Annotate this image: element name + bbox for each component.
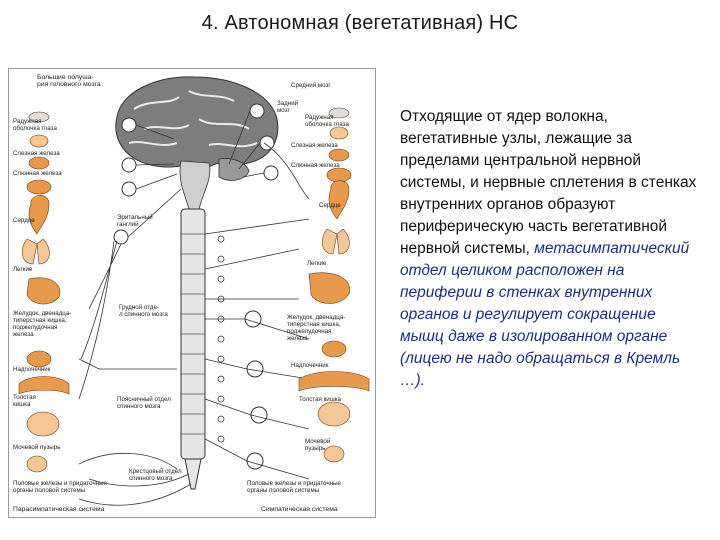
labels-left: Большие полуша-рия головного мозга Радуж… <box>13 74 182 513</box>
label-stomach-right: Желудок, двенадца-типерстная кишка,подже… <box>287 314 345 342</box>
organs-left <box>18 111 70 473</box>
organs-right <box>298 107 370 463</box>
caption-sympathetic: Симпатическая система <box>261 506 338 513</box>
label-stomach-left: Желудок, двенадца-типерстная кишка,подже… <box>13 310 71 338</box>
label-bladder-left: Мочевой пузырь <box>13 444 60 451</box>
caption-parasympathetic: Парасимпатическая система <box>13 506 105 513</box>
slide-title: 4. Автономная (вегетативная) НС <box>201 12 519 34</box>
label-lacrimal-left: Слезная железа <box>13 150 60 157</box>
label-salivary-left: Слюнная железа <box>13 170 62 177</box>
description-text: Отходящие от ядер волокна, вегетативные … <box>400 106 700 392</box>
label-lungs-left: Легкие <box>13 266 33 273</box>
label-colon-right: Толстая кишка <box>299 396 342 403</box>
description-normal: Отходящие от ядер волокна, вегетативные … <box>400 108 697 257</box>
nervous-system-diagram: Большие полуша-рия головного мозга Радуж… <box>8 68 376 518</box>
label-salivary-right: Слюнная железа <box>291 162 340 169</box>
label-lungs-right: Легкие <box>307 260 327 267</box>
description-italic: метасимпатический отдел целиком располож… <box>400 240 690 389</box>
label-thoracic: Грудной отде-л спинного мозга <box>119 304 168 318</box>
label-heart-left: Сердце <box>13 217 35 224</box>
label-cerebrum: Большие полуша-рия головного мозга <box>37 74 101 88</box>
label-midbrain: Средний мозг <box>291 82 331 89</box>
brain-illustration <box>115 76 279 210</box>
label-adrenal-right: Надпочечник <box>291 362 329 369</box>
label-heart-right: Сердце <box>319 202 341 209</box>
spinal-cord <box>180 208 206 490</box>
label-adrenal-left: Надпочечник <box>13 366 51 373</box>
label-lacrimal-right: Слезная железа <box>291 142 338 149</box>
ganglia <box>113 103 279 470</box>
diagram-svg: Большие полуша-рия головного мозга Радуж… <box>13 74 370 513</box>
sympathetic-chain <box>217 235 225 443</box>
nerve-fibers <box>78 110 310 506</box>
